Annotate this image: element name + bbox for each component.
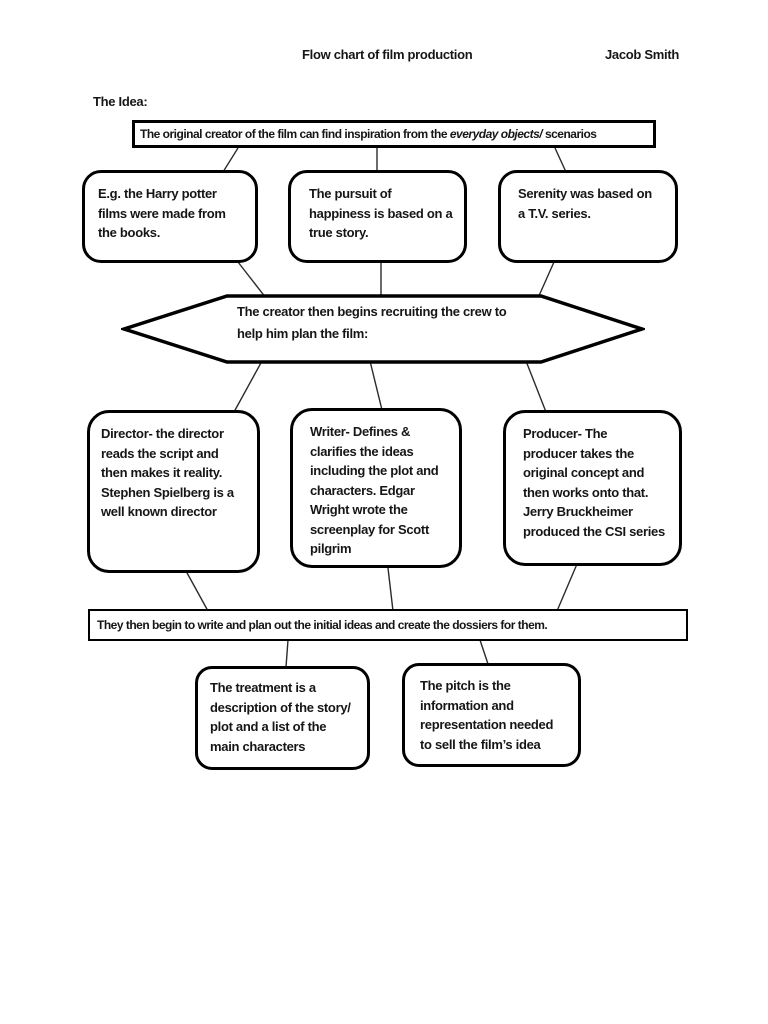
- node-inspiration: The original creator of the film can fin…: [132, 120, 656, 148]
- node-recruiting: The creator then begins recruiting the c…: [121, 292, 645, 366]
- connector-inspiration-serenity: [554, 147, 567, 173]
- node-inspiration-text: The original creator of the film can fin…: [140, 126, 597, 142]
- connector-serenity-recruiting: [537, 261, 555, 299]
- connector-dossiers-pitch: [479, 639, 489, 665]
- node-dossiers-text: They then begin to write and plan out th…: [97, 618, 548, 632]
- connector-harry_potter-recruiting: [237, 261, 267, 299]
- connector-recruiting-producer: [525, 360, 547, 413]
- connector-recruiting-writer: [369, 360, 383, 411]
- inspiration-text-suffix: scenarios: [542, 127, 597, 141]
- connector-producer-dossiers: [556, 563, 578, 612]
- connector-dossiers-treatment: [285, 639, 289, 668]
- inspiration-text-italic: everyday objects/: [449, 127, 543, 141]
- inspiration-text-normal: The original creator of the film can fin…: [140, 127, 450, 141]
- section-label: The Idea:: [93, 94, 148, 109]
- hexagon-shape: [121, 294, 645, 364]
- node-dossiers: They then begin to write and plan out th…: [88, 609, 688, 641]
- connector-director-dossiers: [185, 570, 209, 612]
- node-recruiting-text: The creator then begins recruiting the c…: [237, 304, 507, 341]
- connector-inspiration-harry_potter: [222, 147, 239, 173]
- connector-writer-dossiers: [387, 567, 394, 612]
- page-title: Flow chart of film production: [302, 47, 473, 62]
- connector-recruiting-director: [233, 360, 263, 413]
- author-name: Jacob Smith: [605, 47, 679, 62]
